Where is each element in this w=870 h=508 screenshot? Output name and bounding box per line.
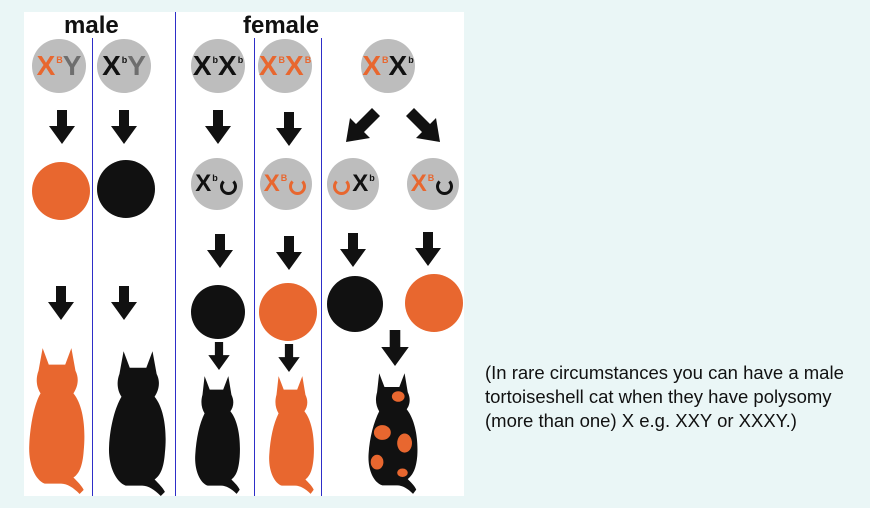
down-arrow-icon [415,232,441,266]
down-arrow-icon [276,112,302,146]
column-divider [254,38,255,496]
down-arrow-icon [111,286,137,320]
orange-fur-dot [32,162,90,220]
black-fur-dot [327,276,383,332]
orange-fur-dot [405,274,463,332]
inactivated-x-ring-icon [219,177,237,195]
down-arrow-icon [111,110,137,144]
down-arrow-icon [208,342,230,370]
black-fur-dot [97,160,155,218]
orange-female-cat-icon [269,376,314,494]
down-arrow-icon [278,344,300,372]
heading-male: male [64,12,119,39]
black-male-cat-icon [108,351,166,496]
down-arrow-icon [48,286,74,320]
column-divider [92,38,93,496]
down-arrow-icon [49,110,75,144]
column-divider [175,12,176,496]
tortoiseshell-female-cat-icon [368,373,418,494]
black-fur-dot [191,285,245,339]
inactivated-x-ring-icon [436,177,454,195]
down-arrow-icon [381,330,409,366]
orange-fur-dot [259,283,317,341]
inactivated-x-ring-icon [289,177,307,195]
down-arrow-icon [207,234,233,268]
down-arrow-icon [340,233,366,267]
polysomy-note: (In rare circumstances you can have a ma… [485,362,844,431]
down-arrow-icon [205,110,231,144]
inactivated-x-ring-icon [333,177,351,195]
diagonal-arrow-icon [406,108,440,142]
column-divider [321,38,322,496]
heading-female: female [243,12,320,39]
diagonal-arrow-icon [346,108,380,142]
down-arrow-icon [276,236,302,270]
orange-male-cat-icon [29,348,85,494]
black-female-cat-icon [195,376,240,494]
